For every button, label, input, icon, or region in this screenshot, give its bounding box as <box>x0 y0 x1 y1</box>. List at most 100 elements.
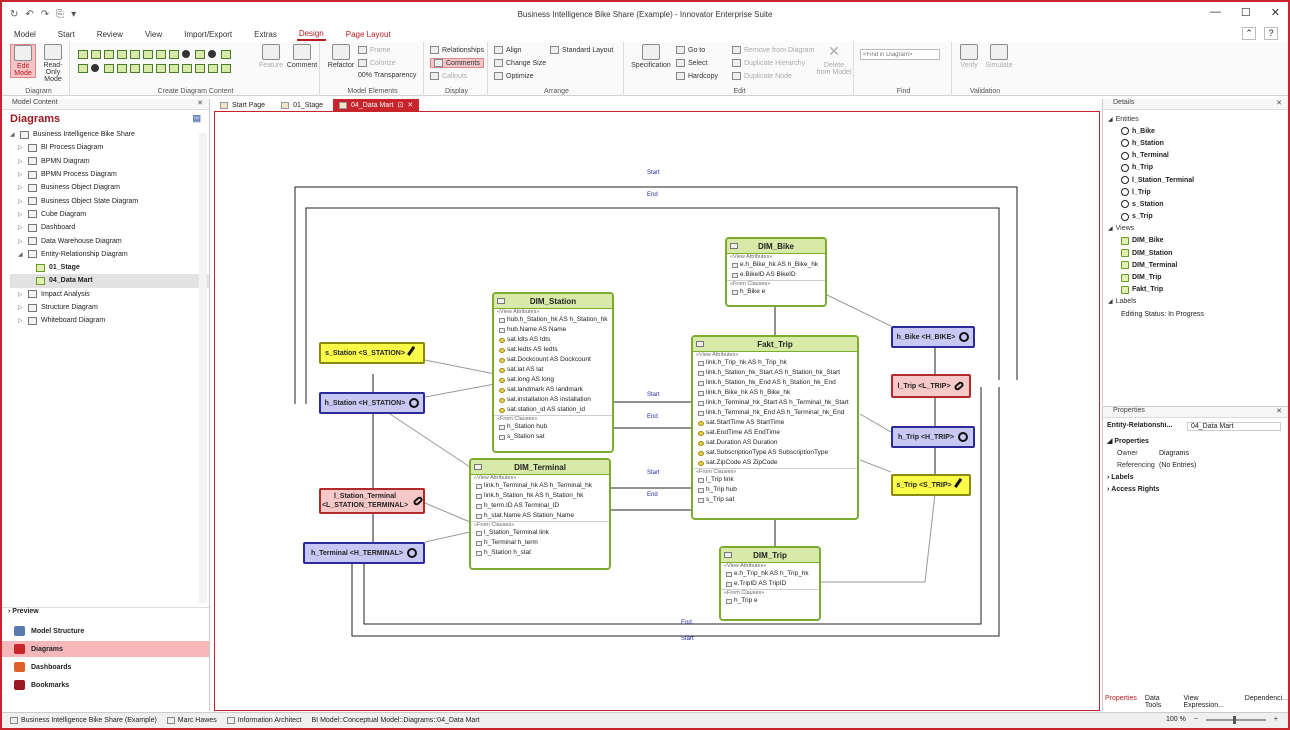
from-clause-row[interactable]: h_Terminal h_term <box>471 538 609 548</box>
attribute-row[interactable]: sat.landmark AS landmark <box>494 385 612 395</box>
dv-h-station[interactable]: h_Station <H_STATION> <box>319 392 425 414</box>
refactor-button[interactable]: Refactor <box>326 44 356 69</box>
entity-fakt-trip[interactable]: Fakt_Trip«View Attributes»link.h_Trip_hk… <box>691 335 859 520</box>
delete-from-model-button[interactable]: ✕ Delete from Model <box>816 44 852 76</box>
tree-item[interactable]: ▷BPMN Diagram <box>10 155 209 168</box>
attribute-row[interactable]: hub.h_Station_hk AS h_Station_hk <box>494 315 612 325</box>
entity-dim-station[interactable]: DIM_Station«View Attributes»hub.h_Statio… <box>492 292 614 453</box>
satellite-icon[interactable] <box>91 64 99 72</box>
tree-item[interactable]: ▷Business Object State Diagram <box>10 194 209 207</box>
tab-review[interactable]: Review <box>96 29 123 39</box>
undo-icon[interactable]: ↶ <box>25 8 34 20</box>
zoom-out-button[interactable]: − <box>1193 716 1198 723</box>
panel-close-icon[interactable]: ✕ <box>1276 100 1282 107</box>
details-labels-group[interactable]: ◢Labels <box>1103 296 1288 308</box>
comments-toggle[interactable]: Comments <box>430 58 484 68</box>
from-clause-row[interactable]: l_Trip link <box>693 475 857 485</box>
tab-extras[interactable]: Extras <box>254 29 277 39</box>
attribute-row[interactable]: sat.station_id AS station_id <box>494 405 612 415</box>
palette-shape-icon[interactable] <box>156 64 166 73</box>
dv-h-trip[interactable]: h_Trip <H_TRIP> <box>891 426 975 448</box>
attribute-row[interactable]: link.h_Trip_hk AS h_Trip_hk <box>693 358 857 368</box>
attribute-row[interactable]: e.h_Bike_hk AS h_Bike_hk <box>727 260 825 270</box>
zoom-in-button[interactable]: + <box>1273 716 1278 723</box>
palette-shape-icon[interactable] <box>195 50 205 59</box>
doc-tab-01-stage[interactable]: 01_Stage <box>275 99 329 111</box>
details-view-item[interactable]: Fakt_Trip <box>1103 284 1288 296</box>
expand-toggle-icon[interactable]: ▷ <box>18 291 23 298</box>
attribute-row[interactable]: sat.SubscriptionType AS SubscriptionType <box>693 448 857 458</box>
details-views-group[interactable]: ◢Views <box>1103 223 1288 235</box>
view-toggle-icon[interactable]: ▤ <box>192 113 201 123</box>
find-in-diagram-input[interactable] <box>860 49 940 60</box>
tab-import-export[interactable]: Import/Export <box>184 29 233 39</box>
details-entity-item[interactable]: l_Station_Terminal <box>1103 174 1288 186</box>
tree-item[interactable]: ▷Whiteboard Diagram <box>10 314 209 327</box>
key-icon[interactable] <box>208 50 216 58</box>
attribute-row[interactable]: link.h_Bike_hk AS h_Bike_hk <box>693 388 857 398</box>
nav-diagrams[interactable]: Diagrams <box>2 641 209 657</box>
panel-close-icon[interactable]: ✕ <box>1276 408 1282 415</box>
palette-shape-icon[interactable] <box>91 50 101 59</box>
close-button[interactable]: ✕ <box>1270 7 1280 19</box>
entity-dim-terminal[interactable]: DIM_Terminal«View Attributes»link.h_Term… <box>469 458 611 570</box>
palette-shape-icon[interactable] <box>117 64 127 73</box>
details-entity-item[interactable]: h_Terminal <box>1103 150 1288 162</box>
expand-toggle-icon[interactable]: ▷ <box>18 238 23 245</box>
attribute-row[interactable]: link.h_Station_hk_Start AS h_Station_hk_… <box>693 368 857 378</box>
tab-view[interactable]: View <box>144 29 163 39</box>
from-clause-row[interactable]: h_Trip e <box>721 596 819 606</box>
diagram-canvas[interactable]: Start End Start End Start End End Start … <box>214 111 1100 711</box>
palette-shape-icon[interactable] <box>208 64 218 73</box>
tree-item[interactable]: ▷BPMN Process Diagram <box>10 168 209 181</box>
labels-section[interactable]: › Labels <box>1107 473 1134 481</box>
palette-shape-icon[interactable] <box>130 64 140 73</box>
tree-item[interactable]: 01_Stage <box>10 261 209 274</box>
element-name-field[interactable]: 04_Data Mart <box>1187 422 1281 431</box>
specification-button[interactable]: Specification <box>630 44 672 69</box>
details-entities-group[interactable]: ◢Entities <box>1103 113 1288 125</box>
tab-page-layout[interactable]: Page Layout <box>345 29 391 39</box>
attribute-row[interactable]: link.h_Station_hk AS h_Station_hk <box>471 491 609 501</box>
select-button[interactable]: Select <box>676 59 707 67</box>
expand-toggle-icon[interactable]: ◢ <box>10 132 15 139</box>
tab-properties[interactable]: Properties <box>1105 695 1137 702</box>
details-entity-item[interactable]: h_Station <box>1103 137 1288 149</box>
optimize-button[interactable]: Optimize <box>494 72 534 80</box>
from-clause-row[interactable]: h_Station h_stat <box>471 548 609 558</box>
simulate-button[interactable]: Simulate <box>984 44 1014 69</box>
feature-button[interactable]: Feature <box>258 44 284 69</box>
goto-button[interactable]: Go to <box>676 46 705 54</box>
tab-model[interactable]: Model <box>14 29 36 39</box>
tab-design[interactable]: Design <box>296 28 326 41</box>
palette-shape-icon[interactable] <box>221 64 231 73</box>
transparency-button[interactable]: 00% Transparency <box>358 72 416 79</box>
palette-shape-icon[interactable] <box>169 64 179 73</box>
attribute-row[interactable]: e.TripID AS TripID <box>721 579 819 589</box>
redo-icon[interactable]: ↷ <box>40 8 50 20</box>
collapse-ribbon-icon[interactable]: ⌃ <box>1242 27 1256 40</box>
attribute-row[interactable]: sat.StartTime AS StartTime <box>693 418 857 428</box>
attribute-row[interactable]: link.h_Terminal_hk_End AS h_Terminal_hk_… <box>693 408 857 418</box>
align-button[interactable]: Align <box>494 46 522 54</box>
attribute-row[interactable]: sat.Duration AS Duration <box>693 438 857 448</box>
expand-toggle-icon[interactable]: ▷ <box>18 305 23 311</box>
refresh-icon[interactable]: ↻ <box>10 8 19 20</box>
from-clause-row[interactable]: h_Trip hub <box>693 485 857 495</box>
edit-mode-button[interactable]: Edit Mode <box>10 44 36 78</box>
attribute-row[interactable]: sat.lat AS lat <box>494 365 612 375</box>
palette-shape-icon[interactable] <box>104 64 114 73</box>
properties-section[interactable]: ◢ Properties <box>1107 437 1149 446</box>
details-entity-item[interactable]: l_Trip <box>1103 186 1288 198</box>
expand-toggle-icon[interactable]: ▷ <box>18 172 23 179</box>
colorize-button[interactable]: Colorize <box>358 59 396 67</box>
attribute-row[interactable]: e.BikeID AS BikeID <box>727 270 825 280</box>
details-entity-item[interactable]: s_Station <box>1103 198 1288 210</box>
doc-tab-04-data-mart[interactable]: 04_Data Mart⊡✕ <box>333 99 420 111</box>
nav-bookmarks[interactable]: Bookmarks <box>2 677 209 693</box>
panel-close-icon[interactable]: ✕ <box>197 100 203 107</box>
attribute-row[interactable]: sat.installation AS installation <box>494 395 612 405</box>
collapse-icon[interactable]: ◢ <box>1108 299 1113 306</box>
from-clause-row[interactable]: h_Bike e <box>727 287 825 297</box>
details-view-item[interactable]: DIM_Bike <box>1103 235 1288 247</box>
